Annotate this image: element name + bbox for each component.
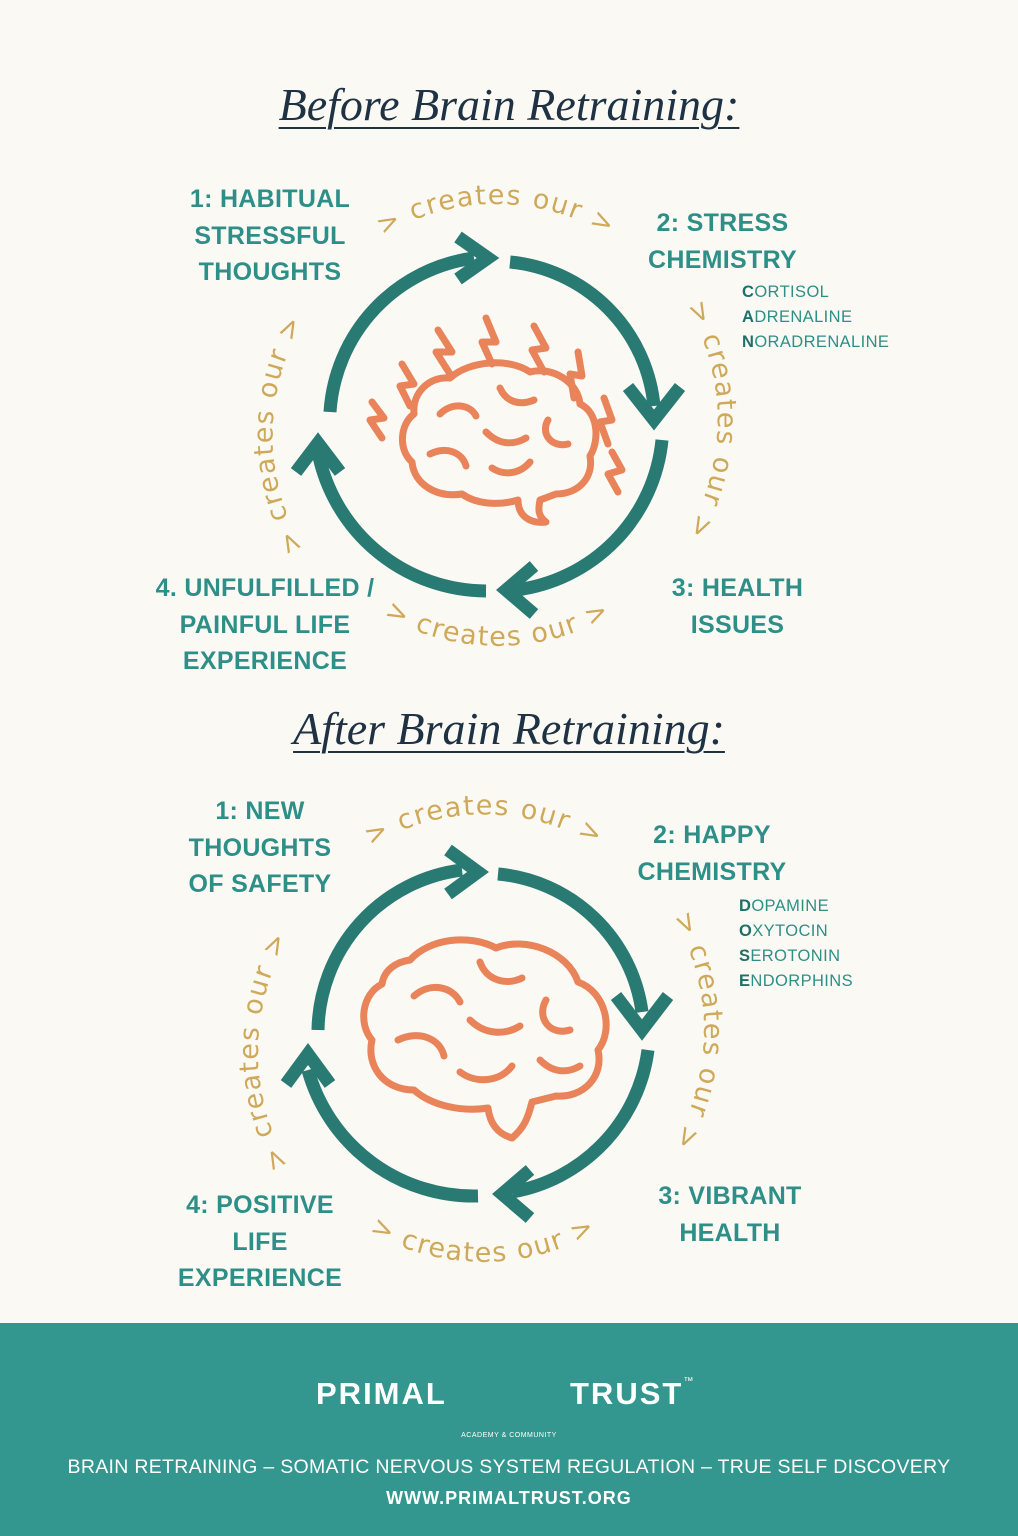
node-line: 3: VIBRANT: [658, 1182, 802, 1210]
stressed-brain-icon: [366, 314, 626, 526]
before-node-1: 1: HABITUAL STRESSFUL THOUGHTS: [160, 181, 380, 291]
node-line: LIFE: [232, 1227, 288, 1256]
footer-tagline: BRAIN RETRAINING – SOMATIC NERVOUS SYSTE…: [67, 1456, 951, 1478]
after-arrowhead-3: [492, 1165, 535, 1223]
before-arrowhead-2: [622, 382, 686, 431]
before-heading: Before Brain Retraining:: [0, 78, 1018, 131]
before-node-4: 4. UNFULFILLED / PAINFUL LIFE EXPERIENCE: [130, 570, 400, 680]
after-arc-2-to-3: [510, 1049, 655, 1199]
before-arrowhead-3: [496, 561, 539, 619]
chemical-item: CORTISOL: [742, 283, 830, 301]
after-heading: After Brain Retraining:: [0, 702, 1018, 755]
after-arc-1-to-2: [497, 867, 649, 1013]
lightning-bolt-icon: [596, 394, 616, 448]
connector-label: > creates our >: [681, 295, 742, 545]
after-arrowhead-2: [610, 992, 674, 1041]
connector-label: > creates our >: [366, 1210, 601, 1268]
node-line: HEALTH: [679, 1218, 781, 1247]
node-line: EXPERIENCE: [177, 1264, 343, 1292]
website-link[interactable]: WWW.PRIMALTRUST.ORG: [386, 1488, 632, 1508]
after-arc-3-to-4: [301, 1068, 479, 1203]
after-chemicals-list: DOPAMINE OXYTOCIN SEROTONIN ENDORPHINS: [739, 894, 853, 994]
chemical-item: NORADRENALINE: [742, 333, 890, 351]
chemical-item: OXYTOCIN: [739, 922, 829, 940]
before-arc-4-to-1: [323, 251, 475, 413]
node-line: 2: HAPPY: [653, 821, 771, 849]
before-arc-1-to-2: [509, 255, 661, 407]
chemical-item: SEROTONIN: [739, 947, 841, 965]
lightning-bolt-icon: [528, 322, 550, 376]
connector-label: > creates our >: [667, 906, 728, 1156]
after-node-1: 1: NEW THOUGHTS OF SAFETY: [150, 793, 370, 903]
node-line: 1: HABITUAL: [189, 185, 351, 213]
after-heading-text: After Brain Retraining:: [293, 703, 725, 754]
after-node-2: 2: HAPPY CHEMISTRY: [612, 817, 812, 890]
node-line: OF SAFETY: [188, 870, 332, 898]
node-line: THOUGHTS: [188, 833, 332, 862]
before-arrowhead-1: [454, 231, 500, 285]
node-line: 4: POSITIVE: [186, 1191, 334, 1219]
lightning-bolt-icon: [396, 360, 418, 410]
calm-brain-icon: [360, 936, 610, 1142]
lightning-bolt-icon: [566, 348, 586, 402]
before-arc-2-to-3: [515, 439, 669, 597]
connector-label: > creates our >: [380, 594, 614, 653]
after-arrowhead-4: [280, 1043, 336, 1088]
node-line: EXPERIENCE: [182, 647, 348, 675]
before-node-3: 3: HEALTH ISSUES: [640, 570, 835, 643]
connector-label: > creates our >: [249, 310, 310, 560]
connector-label: > creates our >: [359, 790, 609, 851]
connector-label: > creates our >: [234, 927, 294, 1177]
node-line: CHEMISTRY: [637, 857, 787, 886]
node-line: 3: HEALTH: [671, 574, 804, 602]
chemical-item: DOPAMINE: [739, 897, 829, 915]
node-line: 4. UNFULFILLED /: [155, 574, 375, 602]
node-line: ISSUES: [690, 610, 785, 639]
before-connector-labels: > creates our > > creates our > > create…: [249, 180, 742, 653]
after-cycle-arrows: [280, 844, 674, 1223]
node-line: PAINFUL LIFE: [179, 610, 351, 639]
chemical-item: ENDORPHINS: [739, 972, 854, 990]
before-heading-text: Before Brain Retraining:: [278, 79, 740, 130]
trademark-symbol: ™: [683, 1376, 696, 1387]
after-node-3: 3: VIBRANT HEALTH: [630, 1178, 830, 1251]
lightning-bolt-icon: [478, 314, 500, 368]
after-arrowhead-1: [444, 844, 489, 900]
lightning-bolt-icon: [604, 448, 626, 496]
after-node-4: 4: POSITIVE LIFE EXPERIENCE: [150, 1187, 370, 1297]
after-arc-4-to-1: [311, 863, 463, 1031]
brand-name-right: TRUST™: [570, 1376, 696, 1411]
before-arrowhead-4: [290, 432, 346, 476]
footer-banner: [0, 1323, 1018, 1536]
node-line: THOUGHTS: [198, 258, 342, 286]
chemical-item: ADRENALINE: [742, 308, 853, 326]
logo-subtitle: ACADEMY & COMMUNITY: [461, 1432, 557, 1439]
node-line: STRESSFUL: [194, 221, 346, 250]
node-line: 1: NEW: [215, 797, 305, 825]
node-line: CHEMISTRY: [647, 245, 797, 274]
brand-name-left: PRIMAL: [316, 1376, 447, 1411]
before-cycle-arrows: [290, 231, 686, 619]
before-node-2: 2: STRESS CHEMISTRY: [620, 205, 825, 278]
before-arc-3-to-4: [311, 450, 487, 598]
connector-label: > creates our >: [371, 180, 621, 242]
node-line: 2: STRESS: [656, 209, 789, 237]
before-chemicals-list: CORTISOL ADRENALINE NORADRENALINE: [742, 280, 889, 355]
lightning-bolt-icon: [432, 326, 456, 378]
lightning-bolt-icon: [366, 398, 388, 442]
